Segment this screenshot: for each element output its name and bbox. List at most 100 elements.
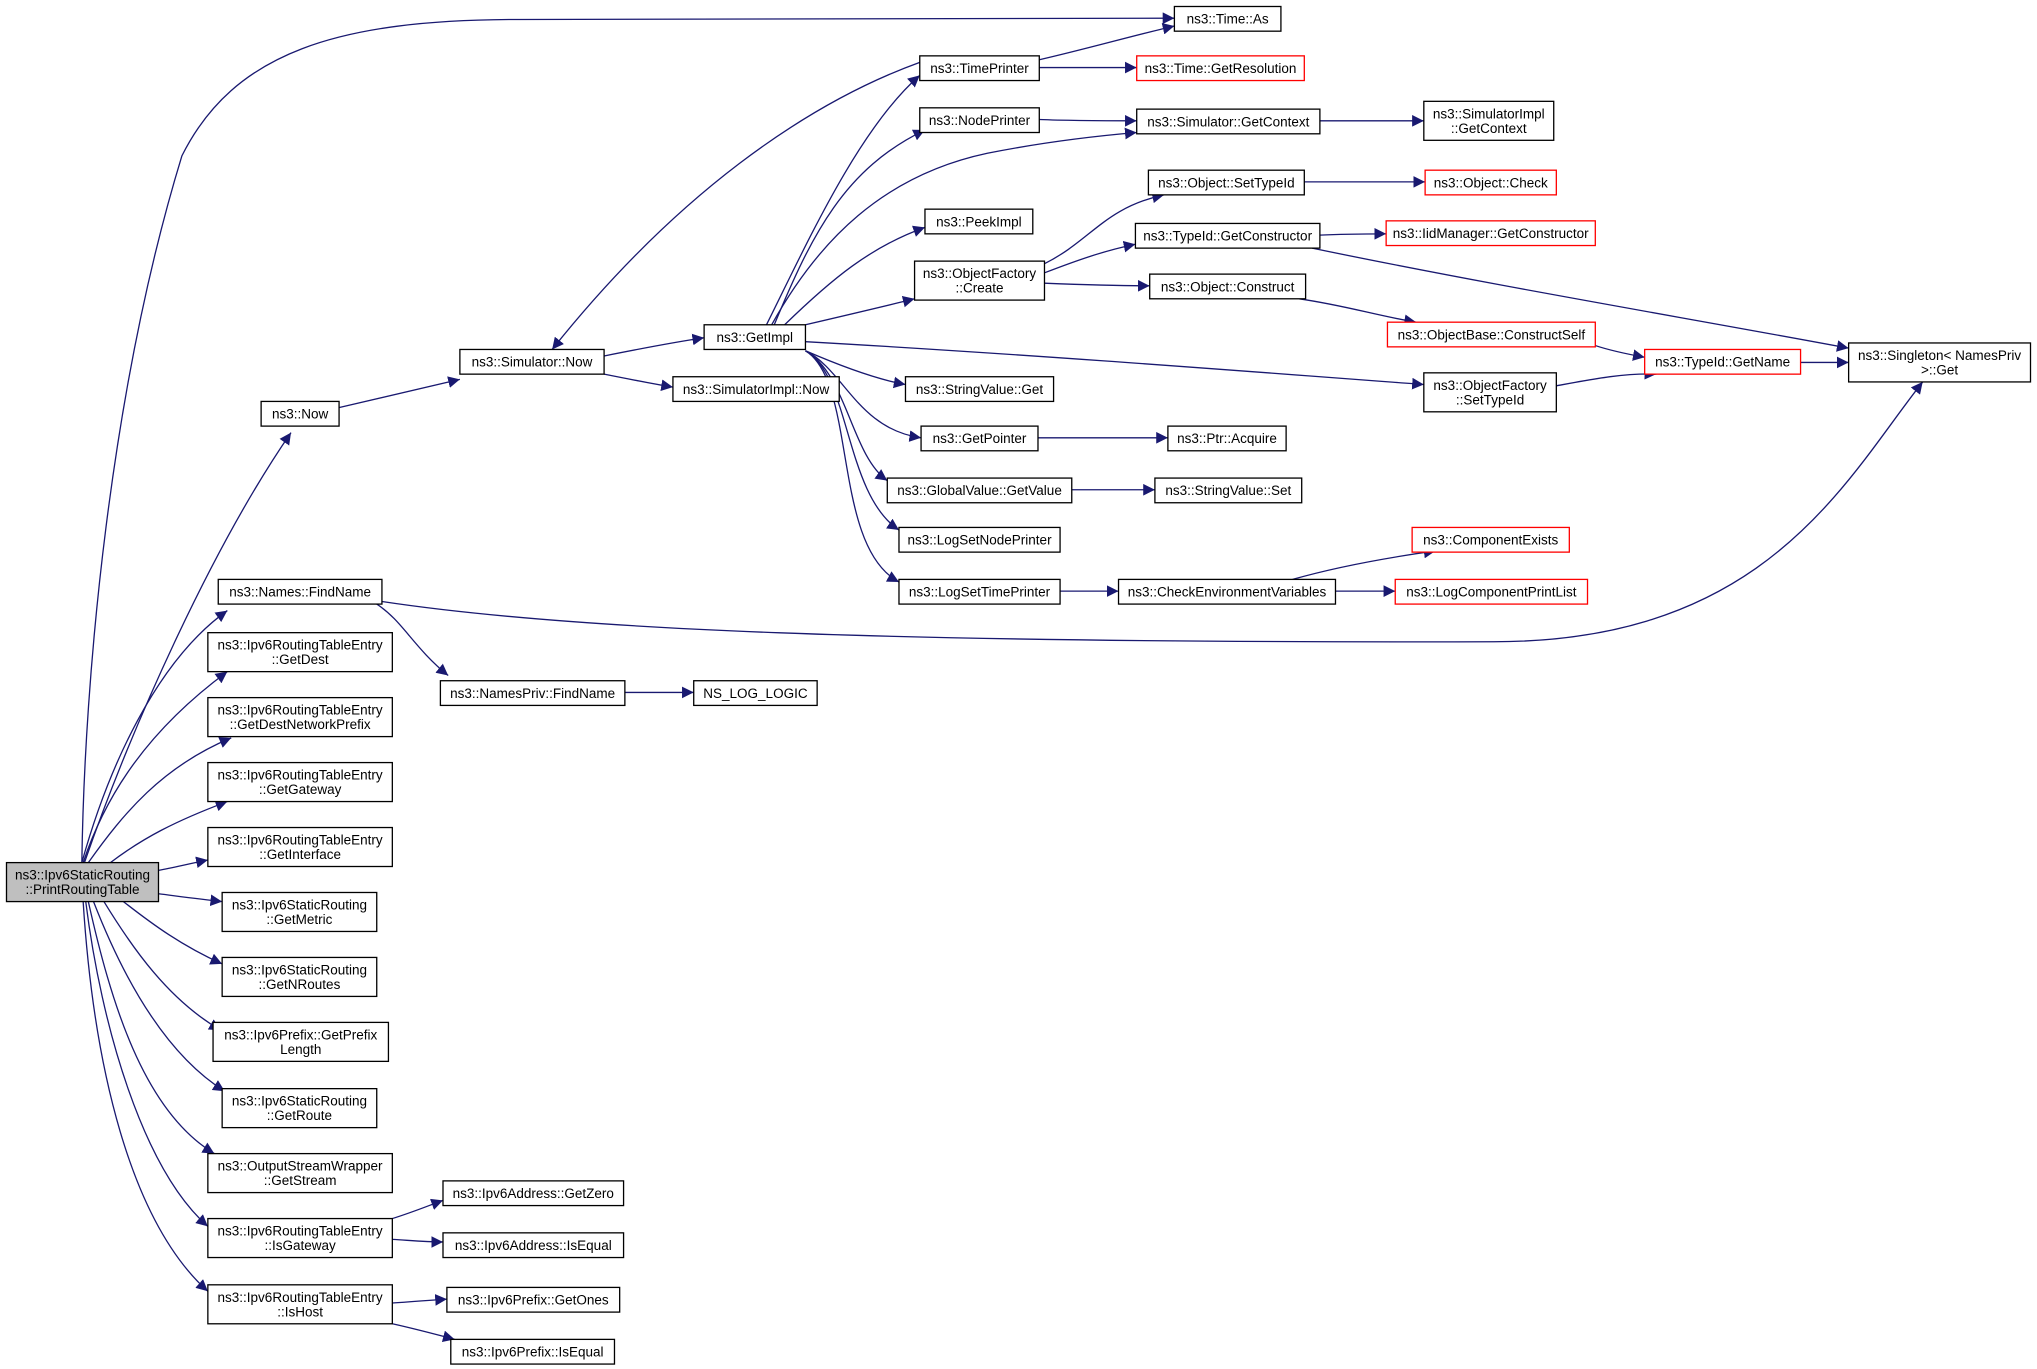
- edge-tidgetctor-singletonget: [1312, 248, 1849, 352]
- edge-findname-singletonget: [382, 382, 1923, 642]
- node-getinterface[interactable]: ns3::Ipv6RoutingTableEntry::GetInterface: [207, 826, 393, 868]
- node-label: ns3::LogComponentPrintList: [1406, 585, 1577, 600]
- node-addrisequal[interactable]: ns3::Ipv6Address::IsEqual: [442, 1232, 625, 1259]
- node-box: [5, 861, 160, 903]
- node-getresolution[interactable]: ns3::Time::GetResolution: [1136, 55, 1305, 82]
- node-getones[interactable]: ns3::Ipv6Prefix::GetOnes: [446, 1286, 621, 1313]
- node-label: NS_LOG_LOGIC: [703, 686, 808, 701]
- node-compexists[interactable]: ns3::ComponentExists: [1411, 526, 1570, 553]
- node-tidgetctor[interactable]: ns3::TypeId::GetConstructor: [1134, 222, 1321, 249]
- node-box: [212, 1021, 390, 1063]
- node-box: [1134, 222, 1321, 249]
- node-gvgetvalue[interactable]: ns3::GlobalValue::GetValue: [886, 477, 1073, 504]
- node-logsettime[interactable]: ns3::LogSetTimePrinter: [898, 578, 1061, 605]
- edge-nodeprinter-simgetcontext: [1039, 114, 1136, 127]
- edge-getimpl-strvalget: [805, 351, 905, 389]
- node-ofcreate[interactable]: ns3::ObjectFactory::Create: [913, 260, 1046, 301]
- node-simimplgetcontext[interactable]: ns3::SimulatorImpl::GetContext: [1423, 100, 1555, 141]
- node-simimplnow[interactable]: ns3::SimulatorImpl::Now: [672, 376, 840, 403]
- node-label: ns3::PeekImpl: [936, 214, 1022, 229]
- node-singletonget[interactable]: ns3::Singleton< NamesPriv>::Get: [1847, 342, 2032, 383]
- node-objconstruct[interactable]: ns3::Object::Construct: [1149, 273, 1307, 300]
- node-box: [1423, 372, 1557, 413]
- edge-ofsettypeid-tidgetname: [1556, 367, 1656, 386]
- node-getimpl[interactable]: ns3::GetImpl: [703, 324, 807, 351]
- edge-findname-namesprivfind: [377, 604, 448, 675]
- node-label: ns3::GetPointer: [933, 431, 1027, 446]
- node-root[interactable]: ns3::Ipv6StaticRouting::PrintRoutingTabl…: [5, 861, 160, 903]
- node-label: ns3::CheckEnvironmentVariables: [1128, 585, 1327, 600]
- node-checkenv[interactable]: ns3::CheckEnvironmentVariables: [1117, 578, 1337, 605]
- node-ofsettypeid[interactable]: ns3::ObjectFactory::SetTypeId: [1423, 372, 1557, 413]
- node-getnroutes[interactable]: ns3::Ipv6StaticRouting::GetNRoutes: [221, 956, 378, 998]
- node-label: ns3::Time::As: [1187, 12, 1269, 27]
- node-getstream[interactable]: ns3::OutputStreamWrapper::GetStream: [207, 1152, 393, 1194]
- edge-timeprinter-simnow: [552, 62, 920, 349]
- node-box: [1644, 348, 1802, 375]
- node-tidgetname[interactable]: ns3::TypeId::GetName: [1644, 348, 1802, 375]
- node-iidgetctor[interactable]: ns3::IidManager::GetConstructor: [1385, 220, 1596, 247]
- node-simgetcontext[interactable]: ns3::Simulator::GetContext: [1136, 108, 1321, 135]
- node-label: ::Create: [956, 281, 1004, 296]
- edge-getimpl-timeprinter: [766, 75, 919, 324]
- edge-getimpl-ofcreate: [805, 295, 914, 325]
- node-box: [450, 1338, 616, 1365]
- node-getpointer[interactable]: ns3::GetPointer: [920, 425, 1039, 452]
- node-box: [439, 680, 626, 707]
- node-label: ns3::Object::SetTypeId: [1158, 175, 1295, 190]
- node-constructself[interactable]: ns3::ObjectBase::ConstructSelf: [1386, 321, 1596, 348]
- call-nodes: ns3::Ipv6StaticRouting::PrintRoutingTabl…: [5, 5, 2032, 1365]
- node-getdestnp[interactable]: ns3::Ipv6RoutingTableEntry::GetDestNetwo…: [207, 696, 393, 738]
- call-edges: [82, 12, 1923, 1343]
- node-nodeprinter[interactable]: ns3::NodePrinter: [919, 107, 1040, 134]
- edge-getimpl-ofsettypeid: [805, 342, 1423, 390]
- node-simnow[interactable]: ns3::Simulator::Now: [459, 348, 605, 375]
- node-box: [1424, 169, 1557, 196]
- node-box: [904, 376, 1055, 403]
- node-box: [703, 324, 807, 351]
- node-box: [919, 107, 1040, 134]
- node-box: [446, 1286, 621, 1313]
- node-getroute[interactable]: ns3::Ipv6StaticRouting::GetRoute: [221, 1088, 378, 1129]
- edge-getimpl-simgetcontext: [772, 127, 1137, 325]
- node-getdest[interactable]: ns3::Ipv6RoutingTableEntry::GetDest: [207, 632, 393, 673]
- node-namesprivfind[interactable]: ns3::NamesPriv::FindName: [439, 680, 626, 707]
- edge-constructself-tidgetname: [1595, 346, 1644, 361]
- node-peekimpl[interactable]: ns3::PeekImpl: [924, 208, 1034, 235]
- node-findname[interactable]: ns3::Names::FindName: [217, 578, 383, 605]
- node-objcheck[interactable]: ns3::Object::Check: [1424, 169, 1557, 196]
- node-isgateway[interactable]: ns3::Ipv6RoutingTableEntry::IsGateway: [207, 1217, 393, 1259]
- node-ptracquire[interactable]: ns3::Ptr::Acquire: [1167, 425, 1287, 452]
- node-box: [1154, 477, 1303, 504]
- node-box: [207, 1284, 393, 1325]
- node-logcompprint[interactable]: ns3::LogComponentPrintList: [1394, 578, 1589, 605]
- node-prefixisequal[interactable]: ns3::Ipv6Prefix::IsEqual: [450, 1338, 616, 1365]
- edge-root-findname: [82, 611, 228, 863]
- node-box: [672, 376, 840, 403]
- node-strvalset[interactable]: ns3::StringValue::Set: [1154, 477, 1303, 504]
- node-getzero[interactable]: ns3::Ipv6Address::GetZero: [442, 1180, 625, 1207]
- node-timeprinter[interactable]: ns3::TimePrinter: [919, 55, 1040, 82]
- node-box: [1385, 220, 1596, 247]
- node-strvalget[interactable]: ns3::StringValue::Get: [904, 376, 1055, 403]
- node-box: [924, 208, 1034, 235]
- node-box: [207, 826, 393, 868]
- node-label: ns3::ComponentExists: [1423, 533, 1558, 548]
- edge-root-getroute: [94, 902, 225, 1092]
- node-getgateway[interactable]: ns3::Ipv6RoutingTableEntry::GetGateway: [207, 761, 393, 803]
- edge-getimpl-peekimpl: [785, 225, 925, 324]
- node-timeas[interactable]: ns3::Time::As: [1173, 5, 1282, 32]
- node-label: ::PrintRoutingTable: [25, 882, 139, 897]
- edge-getimpl-getpointer: [805, 351, 921, 442]
- node-nslog[interactable]: NS_LOG_LOGIC: [693, 680, 818, 707]
- node-ishost[interactable]: ns3::Ipv6RoutingTableEntry::IsHost: [207, 1284, 393, 1325]
- edge-isgateway-getzero: [392, 1198, 443, 1218]
- node-getmetric[interactable]: ns3::Ipv6StaticRouting::GetMetric: [221, 891, 378, 933]
- node-objsettypeid[interactable]: ns3::Object::SetTypeId: [1147, 169, 1305, 196]
- node-label: ::IsHost: [277, 1304, 323, 1319]
- node-label: ns3::Ipv6RoutingTableEntry: [218, 703, 383, 718]
- node-logsetnode[interactable]: ns3::LogSetNodePrinter: [898, 526, 1061, 553]
- node-now[interactable]: ns3::Now: [260, 400, 340, 427]
